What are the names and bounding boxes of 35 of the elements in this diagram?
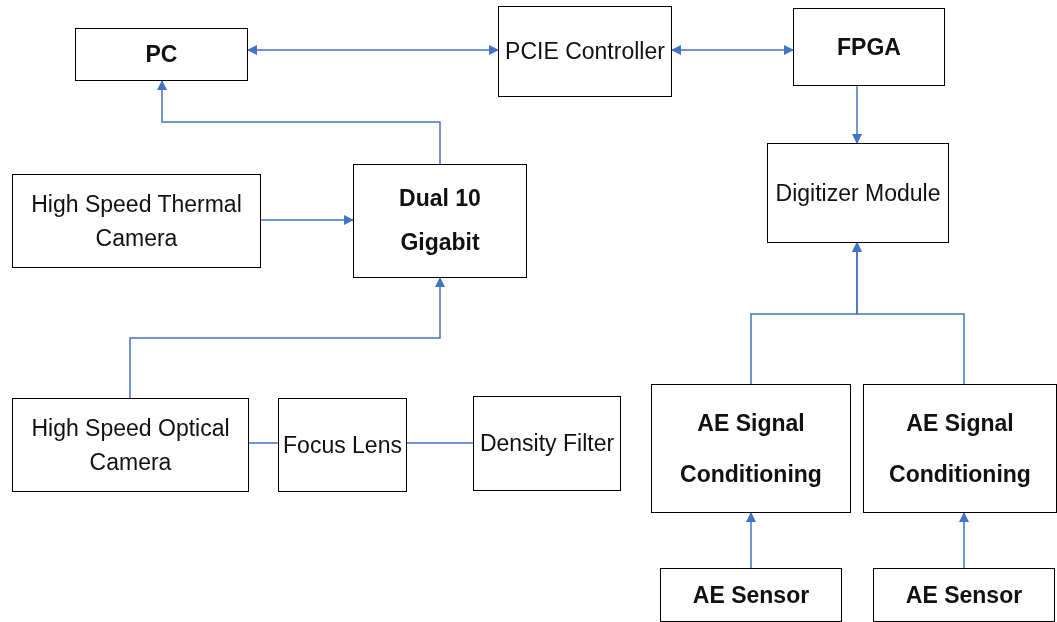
box-label: High Speed Thermal Camera (30, 189, 243, 253)
box-label: Focus Lens (283, 430, 402, 460)
box-label: Density Filter (479, 429, 615, 459)
box-label: AE Sensor (905, 580, 1023, 610)
arrow (852, 85, 862, 144)
process-box (651, 384, 851, 513)
process-box (767, 143, 949, 243)
process-box (12, 398, 249, 492)
process-box (473, 396, 621, 491)
box-label: PC (145, 40, 178, 70)
arrow (129, 277, 445, 399)
arrow (746, 512, 756, 569)
box-label: High Speed Optical Camera (30, 413, 231, 477)
process-box (278, 398, 407, 492)
process-box (353, 164, 527, 278)
box-label: AE Sensor (692, 580, 810, 610)
process-box (12, 174, 261, 268)
box-label: AE Signal Conditioning (888, 408, 1032, 489)
box-label: Digitizer Module (775, 178, 941, 208)
process-box (75, 28, 248, 81)
box-label: FPGA (837, 32, 901, 62)
process-box (873, 568, 1055, 622)
arrow (157, 80, 441, 165)
process-box (863, 384, 1057, 513)
process-box (498, 6, 672, 97)
process-box (660, 568, 842, 622)
arrow (852, 242, 965, 385)
box-label: AE Signal Conditioning (679, 408, 823, 489)
arrow (959, 512, 969, 569)
box-label: Dual 10 Gigabit (398, 184, 482, 257)
arrow (247, 45, 499, 55)
box-label: PCIE Controller (505, 37, 665, 67)
process-box (793, 8, 945, 86)
arrow (671, 45, 794, 55)
arrow (260, 215, 354, 225)
